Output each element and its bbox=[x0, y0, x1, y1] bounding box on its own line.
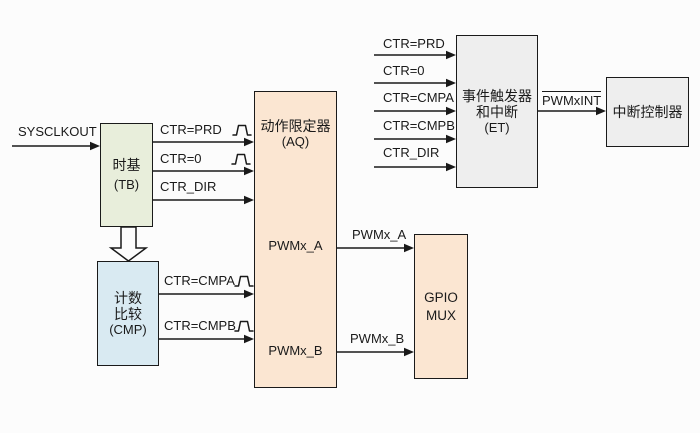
connector-tb-ctr-zero bbox=[153, 166, 254, 176]
label-ctr-dir: CTR_DIR bbox=[160, 179, 217, 194]
interrupt-controller-block: 中断控制器 bbox=[606, 77, 689, 147]
time-base-name: 时基 bbox=[112, 157, 141, 173]
connector-cmp-ctr-cmpb bbox=[159, 334, 254, 344]
action-qualifier-block: 动作限定器 (AQ) bbox=[254, 91, 337, 388]
connector-et-ctr-dir bbox=[374, 162, 456, 172]
connector-pwmxint bbox=[538, 106, 606, 116]
action-qualifier-abbr: (AQ) bbox=[281, 134, 310, 149]
label-ctr-cmpb: CTR=CMPB bbox=[164, 318, 236, 333]
gpio-mux-name1: GPIO bbox=[424, 289, 458, 305]
label-ctr-prd: CTR=PRD bbox=[160, 122, 222, 137]
label-sysclkout: SYSCLKOUT bbox=[18, 124, 97, 139]
aq-port-pwmx-a: PWMx_A bbox=[268, 238, 323, 253]
label-et-ctr-dir: CTR_DIR bbox=[383, 145, 440, 160]
counter-compare-name2: 比较 bbox=[114, 305, 142, 322]
pulse-icon bbox=[234, 275, 254, 287]
label-et-ctr-prd: CTR=PRD bbox=[383, 36, 445, 51]
connector-pwmx-a bbox=[337, 243, 414, 253]
gpio-mux-block: GPIO MUX bbox=[414, 234, 468, 379]
connector-et-ctr-cmpa bbox=[374, 106, 456, 116]
aq-port-pwmx-b: PWMx_B bbox=[268, 343, 323, 358]
time-base-block: 时基 (TB) bbox=[100, 123, 153, 227]
pulse-icon bbox=[232, 124, 252, 136]
connector-et-ctr-cmpb bbox=[374, 134, 456, 144]
label-et-ctr-cmpb: CTR=CMPB bbox=[383, 118, 455, 133]
label-pwmx-a: PWMx_A bbox=[352, 227, 407, 242]
block-arrow-tb-to-cmp-icon bbox=[108, 226, 149, 262]
connector-cmp-ctr-cmpa bbox=[159, 289, 254, 299]
pulse-icon bbox=[234, 320, 254, 332]
label-ctr-cmpa: CTR=CMPA bbox=[164, 273, 235, 288]
connector-tb-ctr-dir bbox=[153, 195, 254, 205]
event-trigger-block: 事件触发器 和中断 (ET) bbox=[456, 35, 538, 188]
label-et-ctr-zero: CTR=0 bbox=[383, 63, 425, 78]
connector-sysclkout bbox=[12, 141, 100, 151]
event-trigger-abbr: (ET) bbox=[484, 119, 510, 135]
time-base-abbr: (TB) bbox=[113, 177, 140, 192]
counter-compare-block: 计数 比较 (CMP) bbox=[97, 261, 159, 366]
label-et-ctr-cmpa: CTR=CMPA bbox=[383, 90, 454, 105]
action-qualifier-name: 动作限定器 bbox=[260, 118, 331, 134]
label-pwmxint: PWMxINT bbox=[542, 91, 602, 108]
connector-pwmx-b bbox=[337, 347, 414, 357]
label-ctr-zero: CTR=0 bbox=[160, 151, 202, 166]
gpio-mux-name2: MUX bbox=[426, 307, 456, 323]
connector-tb-ctr-prd bbox=[153, 137, 254, 147]
connector-et-ctr-prd bbox=[374, 50, 456, 60]
event-trigger-name1: 事件触发器 bbox=[462, 87, 532, 104]
label-pwmx-b: PWMx_B bbox=[350, 331, 405, 346]
interrupt-controller-name: 中断控制器 bbox=[612, 104, 683, 120]
counter-compare-abbr: (CMP) bbox=[109, 321, 147, 337]
counter-compare-name1: 计数 bbox=[114, 289, 142, 306]
connector-et-ctr-zero bbox=[374, 78, 456, 88]
pulse-icon bbox=[231, 153, 251, 165]
event-trigger-name2: 和中断 bbox=[476, 103, 518, 120]
